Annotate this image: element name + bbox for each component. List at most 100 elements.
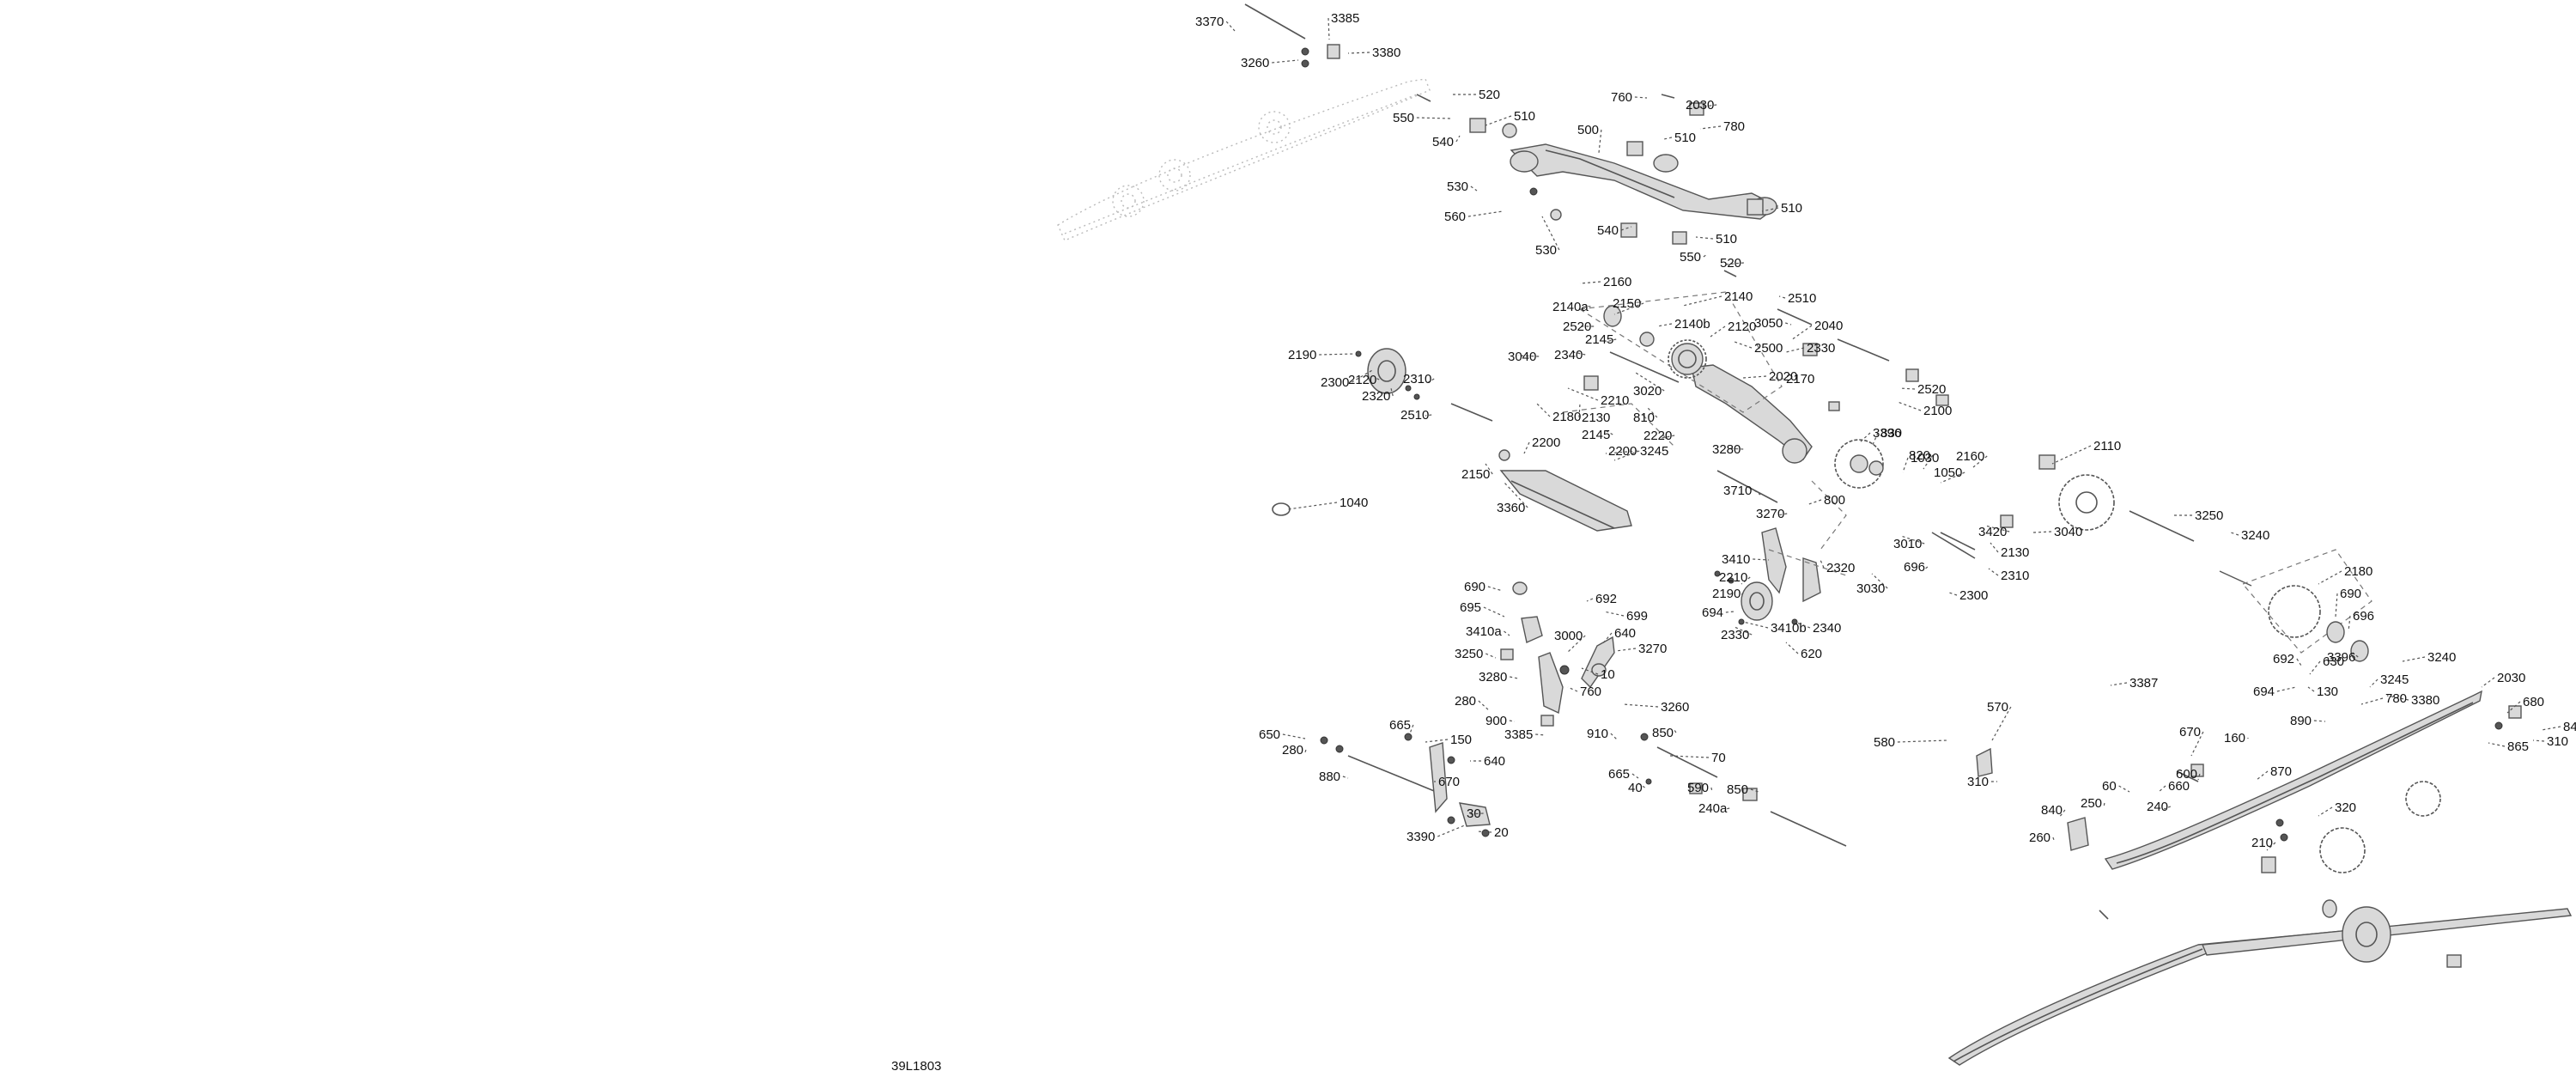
- callout-label: 560: [1444, 210, 1466, 224]
- callout-label: 830: [1880, 426, 1902, 441]
- sprocket-3410: [2241, 549, 2372, 662]
- callout-label: 540: [1597, 223, 1619, 238]
- callout-leader: [1620, 226, 1632, 231]
- misc-parts: [1976, 747, 2288, 920]
- callout-leader: [1416, 117, 1452, 119]
- callout-label: 640: [1614, 626, 1636, 641]
- callout-leader: [1467, 812, 1484, 815]
- callout-label: 2330: [1721, 628, 1749, 642]
- rail-overview-ghost: [1057, 78, 1431, 241]
- callout-label: 3280: [1479, 670, 1507, 685]
- callout-label: 2130: [1582, 411, 1610, 425]
- callout-leader: [2402, 656, 2426, 662]
- callout-label: 2340: [1813, 621, 1841, 636]
- callout-leader: [1703, 253, 1708, 258]
- callout-leader: [1409, 724, 1414, 734]
- callout-label: 910: [1587, 727, 1608, 741]
- callout-leader: [2488, 742, 2506, 747]
- callout-label: 550: [1680, 250, 1701, 265]
- callout-leader: [1695, 236, 1714, 240]
- callout-label: 690: [2340, 587, 2361, 601]
- callout-leader: [1820, 559, 1825, 569]
- callout-label: 3420: [1978, 525, 2007, 539]
- callout-leader: [2052, 837, 2055, 841]
- callout-label: 70: [1711, 751, 1726, 765]
- callout-leader: [1584, 305, 1591, 307]
- callout-label: 690: [1464, 580, 1485, 594]
- callout-label: 660: [2168, 779, 2190, 794]
- callout-leader: [1871, 573, 1888, 589]
- callout-label: 2510: [1788, 291, 1816, 306]
- callout-leader: [1603, 611, 1625, 617]
- callout-label: 2110: [2093, 439, 2121, 453]
- callout-leader: [1437, 824, 1467, 837]
- callout-label: 850: [1652, 726, 1674, 740]
- callout-label: 280: [1455, 694, 1476, 709]
- slide-rail-20: [1947, 908, 2573, 1066]
- callout-label: 320: [2335, 800, 2356, 815]
- callout-label: 2310: [2001, 569, 2029, 583]
- callout-label: 3000: [1554, 629, 1583, 643]
- callout-leader: [1579, 281, 1601, 284]
- callout-label: 1040: [1340, 496, 1368, 510]
- callout-leader: [1272, 59, 1299, 64]
- callout-leader: [2532, 739, 2545, 742]
- callout-label: 2040: [1814, 319, 1843, 333]
- callout-leader: [1483, 606, 1505, 618]
- callout-leader: [2276, 686, 2297, 692]
- callout-label: 780: [1723, 119, 1745, 134]
- callout-leader: [1510, 676, 1519, 679]
- callout-label: 2145: [1582, 428, 1610, 442]
- diagram-code-label: 39L1803: [891, 1059, 941, 1074]
- callout-label: 890: [2290, 714, 2312, 728]
- callout-leader: [1467, 210, 1504, 217]
- callout-leader: [2118, 785, 2130, 793]
- callout-leader: [2230, 532, 2239, 536]
- callout-leader: [1663, 137, 1673, 140]
- callout-leader: [1567, 686, 1578, 692]
- callout-leader: [1785, 322, 1792, 326]
- callout-leader: [1347, 52, 1370, 54]
- callout-label: 760: [1580, 685, 1601, 699]
- callout-label: 692: [2273, 652, 2294, 666]
- callout-leader: [2256, 770, 2269, 781]
- rear-arm-2100: [1583, 305, 1949, 464]
- callout-label: 3410b: [1771, 621, 1807, 636]
- callout-label: 580: [1874, 735, 1895, 750]
- callout-leader: [1605, 338, 1617, 343]
- callout-label: 2100: [1923, 404, 1952, 418]
- callout-label: 865: [2507, 739, 2529, 754]
- callout-leader: [1282, 733, 1306, 739]
- callout-label: 3380: [2411, 693, 2439, 708]
- callout-leader: [1631, 773, 1639, 779]
- callout-leader: [1790, 325, 1813, 341]
- callout-leader: [1485, 653, 1497, 659]
- callout-label: 260: [2029, 831, 2050, 845]
- callout-label: 620: [1801, 647, 1822, 661]
- callout-label: 696: [1904, 560, 1925, 575]
- callout-label: 2330: [1807, 341, 1835, 356]
- callout-label: 3370: [1195, 15, 1224, 29]
- callout-label: 160: [2224, 731, 2245, 745]
- callout-label: 130: [2317, 685, 2338, 699]
- callout-leader: [1859, 432, 1871, 443]
- drive-sprocket-3396: [2000, 454, 2115, 531]
- callout-label: 760: [1611, 90, 1632, 105]
- callout-label: 692: [1595, 592, 1617, 606]
- callout-label: 870: [2270, 764, 2292, 779]
- callout-leader: [2541, 726, 2561, 731]
- callout-leader: [1785, 347, 1805, 353]
- callout-leader: [1613, 450, 1640, 461]
- callout-leader: [2051, 445, 2092, 465]
- callout-leader: [1478, 700, 1491, 712]
- callout-leader: [1785, 642, 1799, 654]
- callout-label: 2120: [1348, 373, 1376, 387]
- callout-label: 520: [1479, 88, 1500, 102]
- callout-leader: [1598, 129, 1602, 154]
- callout-label: 600: [2176, 767, 2197, 782]
- callout-label: 780: [2385, 691, 2407, 706]
- callout-leader: [1897, 401, 1922, 411]
- callout-label: 30: [1467, 806, 1481, 821]
- callout-leader: [1742, 375, 1767, 379]
- callout-leader: [1536, 403, 1551, 417]
